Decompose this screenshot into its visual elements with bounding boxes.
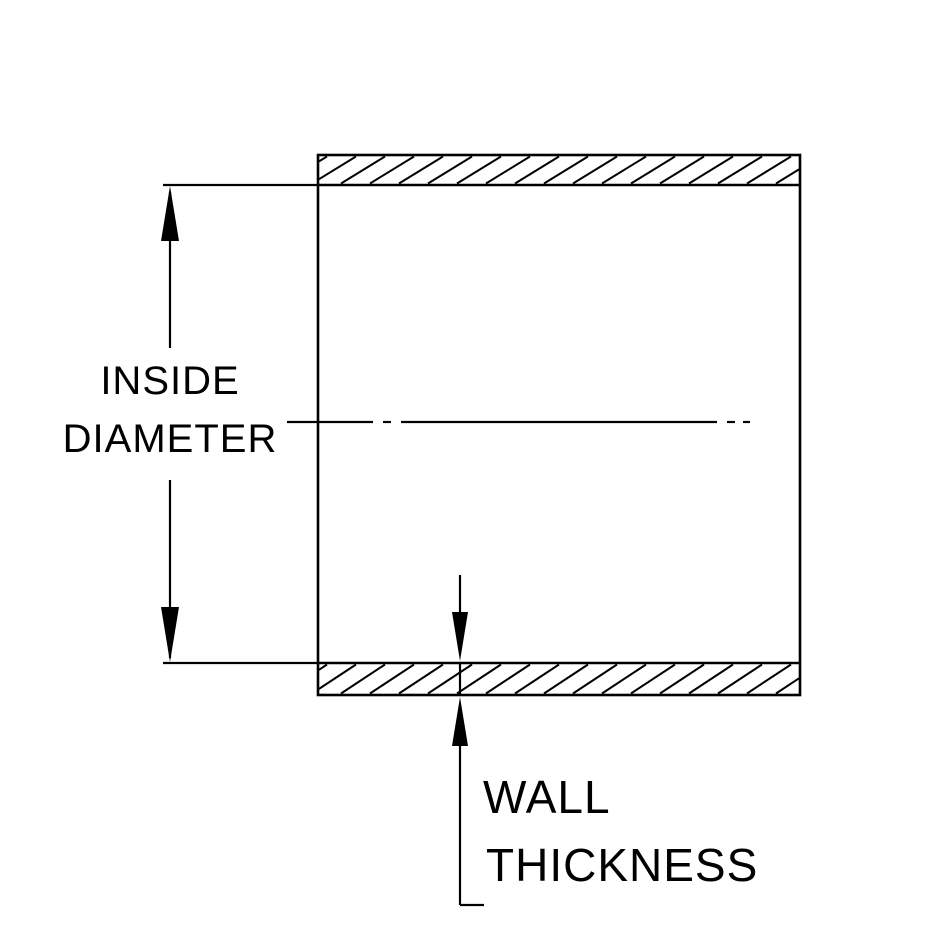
hatch-line <box>746 155 792 185</box>
hatch-line <box>340 155 386 185</box>
inside-diameter-label-line2: DIAMETER <box>63 417 278 461</box>
arrowhead-down-to-wall-icon <box>452 612 468 661</box>
hatch-line <box>630 155 676 185</box>
hatch-line <box>572 663 618 695</box>
hatch-line <box>318 155 328 163</box>
hatch-line <box>485 663 531 695</box>
arrowhead-up-icon <box>161 186 179 241</box>
hatch-line <box>318 663 328 671</box>
hatch-line <box>514 663 560 695</box>
hatch-line <box>775 168 800 185</box>
wall-thickness-label-line2: THICKNESS <box>486 839 758 891</box>
hatch-line <box>318 663 357 690</box>
hatch-line <box>746 663 792 695</box>
hatch-line <box>369 663 415 695</box>
hatch-line <box>659 663 705 695</box>
hatch-line <box>630 663 676 695</box>
hatch-line <box>398 155 444 185</box>
hatch-line <box>543 663 589 695</box>
hatch-line <box>340 663 386 695</box>
hatch-line <box>572 155 618 185</box>
bottom-wall-hatching <box>318 663 800 695</box>
hatch-line <box>369 155 415 185</box>
hatch-line <box>318 155 357 181</box>
top-wall-hatching <box>318 155 800 185</box>
hatch-line <box>659 155 705 185</box>
wall-thickness-dimension: WALL THICKNESS <box>452 575 758 907</box>
arrowhead-down-icon <box>161 607 179 662</box>
hatch-line <box>688 155 734 185</box>
hatch-line <box>398 663 444 695</box>
hatch-line <box>601 663 647 695</box>
wall-thickness-label-line1: WALL <box>483 771 611 823</box>
tube-outline <box>316 153 802 697</box>
inside-diameter-label-line1: INSIDE <box>100 359 239 403</box>
hatch-line <box>514 155 560 185</box>
hatch-line <box>688 663 734 695</box>
hatch-line <box>717 155 763 185</box>
hatch-line <box>601 155 647 185</box>
hatch-line <box>543 155 589 185</box>
hatch-line <box>485 155 531 185</box>
hatch-line <box>456 663 502 695</box>
hatch-line <box>717 663 763 695</box>
arrowhead-up-to-wall-icon <box>452 697 468 746</box>
hatch-line <box>775 677 800 695</box>
hatch-line <box>427 155 473 185</box>
hatch-line <box>456 155 502 185</box>
inside-diameter-dimension: INSIDE DIAMETER <box>63 183 318 665</box>
tube-outer-rect <box>316 153 802 697</box>
hatch-line <box>427 663 473 695</box>
